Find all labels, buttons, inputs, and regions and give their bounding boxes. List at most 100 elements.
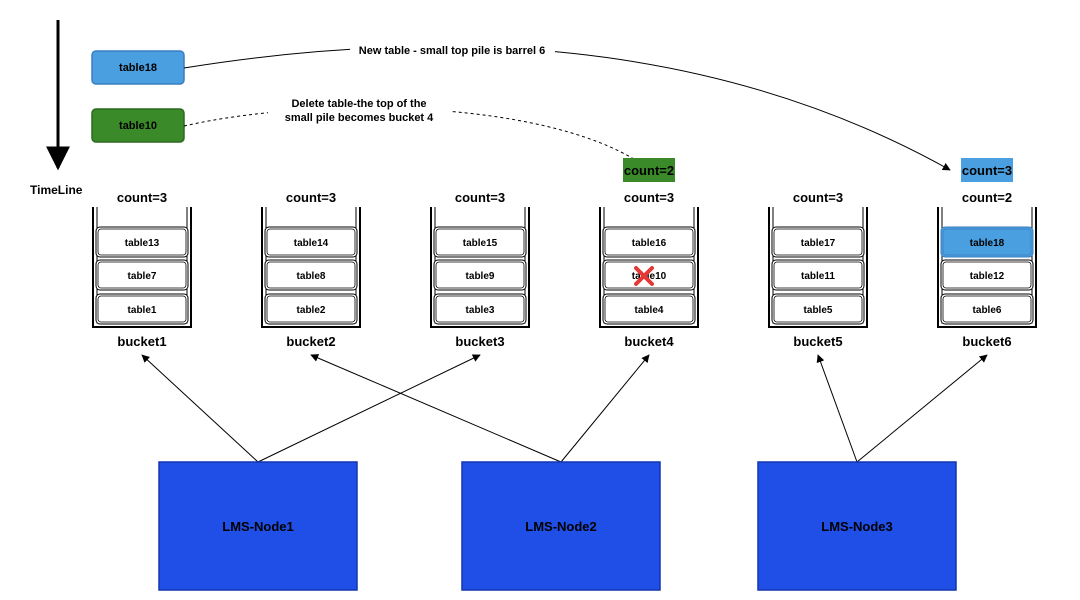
table-label: table13 [125,238,160,249]
table-slot[interactable]: table10 [602,259,696,291]
incoming-table-10[interactable]: table10 [91,108,185,143]
table-label: table15 [463,238,498,249]
table-label: table11 [801,271,835,282]
table-slot[interactable]: table7 [95,259,189,291]
table-slot-box [264,226,358,258]
bucket-name: bucket5 [793,334,842,349]
table-slot-box [95,259,189,291]
table-slot[interactable]: table4 [602,293,696,325]
table-slot[interactable]: table16 [602,226,696,258]
table-slot-box [95,293,189,325]
table-slot[interactable]: table14 [264,226,358,258]
table-slot-box [771,259,865,291]
table-label: table4 [635,305,664,316]
count-badge: count=2 [623,158,675,182]
table-slot[interactable]: table9 [433,259,527,291]
table-label: table9 [466,271,495,282]
table-label: table2 [297,305,326,316]
table-label: table10 [632,271,667,282]
table-slot-box [602,259,696,291]
table-slot-inner [773,261,863,289]
lms-node-box [461,461,661,591]
table-label: table8 [297,271,326,282]
table-slot-box [264,293,358,325]
table-slot[interactable]: table6 [940,293,1034,325]
table-label: table6 [973,305,1002,316]
table-slot-inner [97,228,187,256]
lms-node-1[interactable]: LMS-Node1 [158,461,358,591]
table-slot[interactable]: table5 [771,293,865,325]
incoming-table-10-label: table10 [119,120,157,132]
table-slot-box [602,293,696,325]
table-label: table16 [632,238,667,249]
table-slot[interactable]: table17 [771,226,865,258]
bucket-name: bucket3 [455,334,504,349]
new-table-arrow [183,45,951,171]
count-badge-box [623,158,675,182]
delete-x-icon [634,266,654,286]
table-slot-box [264,259,358,291]
bucket-name: bucket2 [286,334,335,349]
table-slot-box [433,226,527,258]
node-to-bucket-arrow [816,354,858,463]
table-slot[interactable]: table8 [264,259,358,291]
bucket-container [92,207,192,328]
table-label: table3 [466,305,495,316]
table-slot-box [433,293,527,325]
bucket-count: count=3 [286,190,336,205]
bucket-name: bucket1 [117,334,166,349]
table-slot-inner [942,228,1032,256]
lms-node-box [757,461,957,591]
table-slot[interactable]: table18 [940,226,1034,258]
count-badge-box [961,158,1013,182]
table-slot-box [771,226,865,258]
table-slot[interactable]: table12 [940,259,1034,291]
table-slot-inner [773,228,863,256]
lms-node-2[interactable]: LMS-Node2 [461,461,661,591]
delete-table-annotation-line1: Delete table-the top of the [291,98,426,110]
table-label: table7 [128,271,157,282]
table-slot[interactable]: table15 [433,226,527,258]
table-slot-box [940,226,1034,258]
table-slot-inner [435,295,525,323]
table-label: table12 [970,271,1005,282]
table-slot-inner [604,295,694,323]
table-slot[interactable]: table2 [264,293,358,325]
count-badge: count=3 [961,158,1013,182]
table-slot[interactable]: table13 [95,226,189,258]
table-slot[interactable]: table1 [95,293,189,325]
lms-node-box [158,461,358,591]
table-slot[interactable]: table3 [433,293,527,325]
bucket-count: count=3 [624,190,674,205]
table-slot-box [602,226,696,258]
bucket-container [430,207,530,328]
incoming-table-18-label: table18 [119,62,157,74]
table-slot-inner [435,261,525,289]
table-slot-inner [604,261,694,289]
bucket-container [261,207,361,328]
node-to-bucket-arrow [257,354,481,463]
table-slot-inner [97,261,187,289]
table-slot-inner [604,228,694,256]
lms-node-3[interactable]: LMS-Node3 [757,461,957,591]
bucket-2: count=3 table14 table8 table2 bucket2 [261,190,361,349]
table-slot-box [940,259,1034,291]
table-slot-inner [942,295,1032,323]
count-badge-label: count=2 [624,163,674,178]
table-slot-inner [97,295,187,323]
table-slot-inner [266,261,356,289]
bucket-count: count=3 [793,190,843,205]
count-badge-label: count=3 [962,163,1012,178]
table-slot-inner [773,295,863,323]
bucket-container [768,207,868,328]
node-to-bucket-arrow [856,354,988,463]
table-slot-inner [266,228,356,256]
bucket-container [937,207,1037,328]
incoming-table-18[interactable]: table18 [91,50,185,85]
lms-node-label: LMS-Node1 [222,519,294,534]
table-slot[interactable]: table11 [771,259,865,291]
node-to-bucket-arrow [141,354,259,463]
table-label: table1 [128,305,157,316]
